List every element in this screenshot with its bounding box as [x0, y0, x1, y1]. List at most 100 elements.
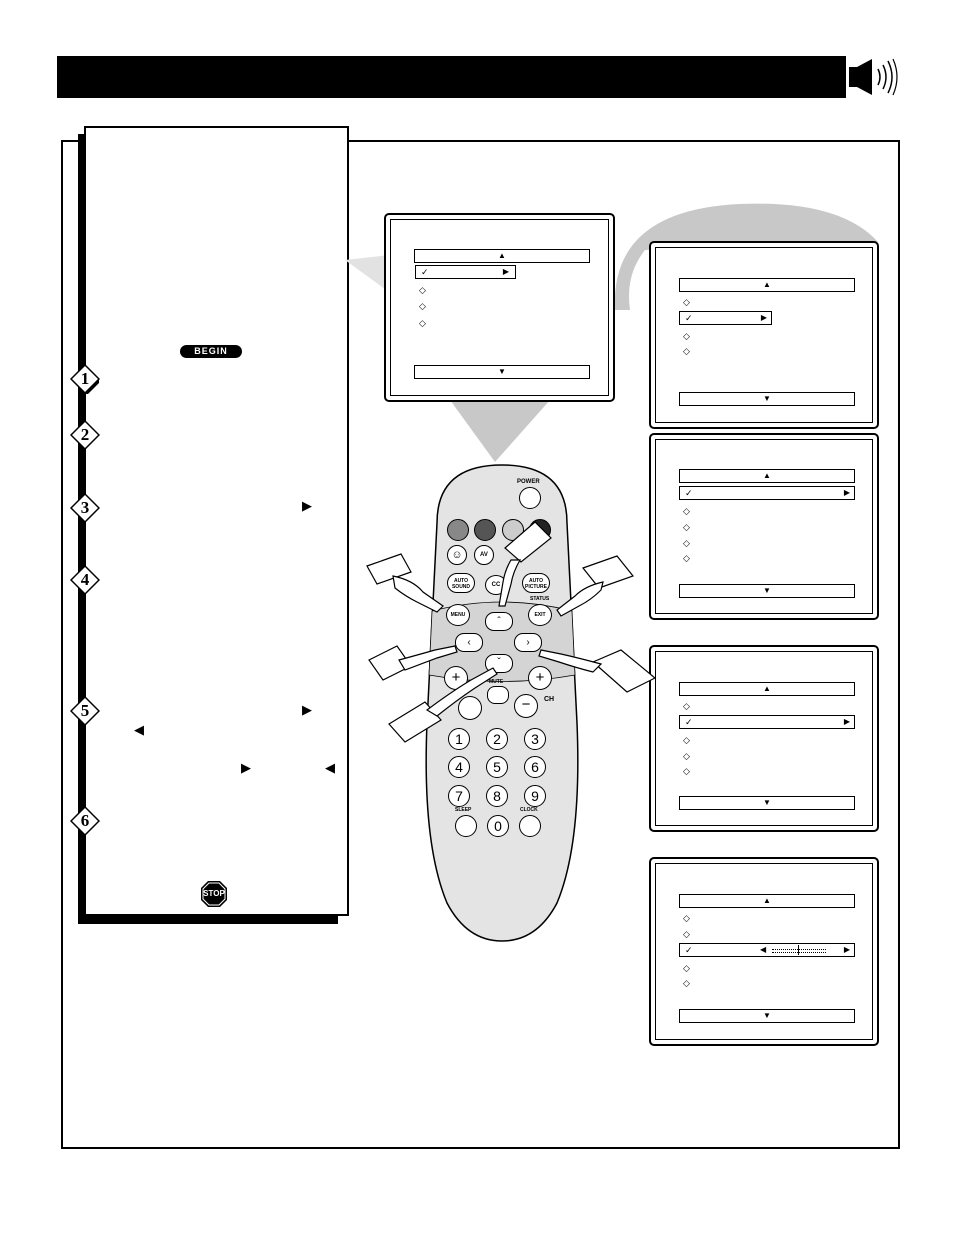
scroll-down-bar: ▼ [679, 1009, 855, 1023]
adjust-slider [772, 949, 826, 953]
auto-picture-button[interactable]: AUTO PICTURE [522, 573, 550, 593]
check-icon: ✓ [685, 945, 693, 955]
digit-1-button[interactable]: 1 [448, 728, 470, 750]
selected-item: ✓ ▶ [679, 715, 855, 729]
step-5-right-arrow-2: ▶ [241, 760, 251, 775]
menu-bullet: ◇ [419, 285, 426, 295]
av-button[interactable]: AV [474, 545, 494, 565]
sleep-button[interactable] [455, 815, 477, 837]
digit-0-button[interactable]: 0 [487, 815, 509, 837]
menu-screen-2: ▲ ◇ ✓ ▶ ◇ ◇ ▼ [649, 241, 879, 429]
digit-6-button[interactable]: 6 [524, 756, 546, 778]
menu-screen-3: ▲ ✓ ▶ ◇ ◇ ◇ ◇ ▼ [649, 433, 879, 620]
step-5-number: 5 [80, 701, 90, 720]
digit-5-button[interactable]: 5 [486, 756, 508, 778]
step-1-diamond: 1 [69, 363, 101, 397]
clock-button[interactable] [519, 815, 541, 837]
power-button[interactable] [519, 487, 541, 509]
menu-bullet: ◇ [683, 978, 690, 988]
menu-label: MENU [450, 612, 466, 618]
hand-pointer-icon [556, 555, 634, 617]
step-3-diamond: 3 [69, 492, 101, 524]
check-icon: ✓ [421, 267, 429, 277]
auto-sound-button[interactable]: AUTO SOUND [447, 573, 475, 593]
step-6-number: 6 [80, 811, 90, 830]
av-label: AV [480, 552, 488, 558]
step-5-right-arrow: ▶ [302, 702, 312, 717]
menu-bullet: ◇ [683, 506, 690, 516]
cc-label: CC [491, 582, 501, 588]
menu-bullet: ◇ [419, 301, 426, 311]
left-arrow-icon: ◀ [760, 945, 767, 954]
menu-bullet: ◇ [683, 346, 690, 356]
hand-pointer-icon [388, 667, 498, 743]
menu-screen-main: ▲ ✓ ▶ ◇ ◇ ◇ ▼ [384, 213, 615, 402]
menu-bullet: ◇ [683, 751, 690, 761]
digit-label: 0 [494, 818, 502, 834]
menu-bullet: ◇ [683, 331, 690, 341]
digit-7-button[interactable]: 7 [448, 785, 470, 807]
step-1-number: 1 [80, 369, 90, 388]
right-arrow-icon: ▶ [843, 945, 850, 954]
scroll-up-bar: ▲ [679, 469, 855, 483]
nav-right-button[interactable]: › [514, 633, 542, 652]
hand-pointer-icon [538, 649, 655, 693]
instructions-panel [84, 126, 349, 916]
mute-button[interactable] [487, 686, 509, 704]
begin-badge: BEGIN [180, 345, 242, 358]
digit-label: 8 [493, 788, 501, 804]
hand-pointer-icon [498, 521, 552, 607]
menu-button[interactable]: MENU [446, 604, 470, 626]
menu-bullet: ◇ [683, 913, 690, 923]
auto-picture-label: AUTO PICTURE [525, 578, 547, 590]
channel-up-button[interactable]: + [528, 666, 552, 690]
nav-left-button[interactable]: ‹ [455, 633, 483, 652]
digit-label: 7 [455, 788, 463, 804]
digit-label: 1 [455, 731, 463, 747]
scroll-up-bar: ▲ [679, 682, 855, 696]
digit-label: 2 [493, 731, 501, 747]
scroll-down-bar: ▼ [679, 796, 855, 810]
selected-item: ✓ ▶ [679, 311, 772, 325]
scroll-up-bar: ▲ [679, 894, 855, 908]
scroll-down-bar: ▼ [414, 365, 590, 379]
color-button-green[interactable] [474, 519, 496, 541]
menu-bullet: ◇ [683, 766, 690, 776]
exit-label: EXIT [534, 612, 546, 618]
ch-label: CH [544, 696, 555, 703]
digit-9-button[interactable]: 9 [524, 785, 546, 807]
step-3-number: 3 [80, 498, 90, 517]
check-icon: ✓ [685, 717, 693, 727]
check-icon: ✓ [685, 488, 693, 498]
scroll-up-bar: ▲ [679, 278, 855, 292]
status-label: STATUS [530, 596, 550, 602]
digit-8-button[interactable]: 8 [486, 785, 508, 807]
scroll-down-bar: ▼ [679, 584, 855, 598]
color-button-red[interactable] [447, 519, 469, 541]
volume-up-button[interactable]: + [444, 666, 468, 690]
channel-down-button[interactable]: − [514, 694, 538, 718]
pointing-hands [366, 521, 655, 743]
exit-button[interactable]: EXIT [528, 604, 552, 626]
check-icon: ✓ [685, 313, 693, 323]
menu-bullet: ◇ [683, 553, 690, 563]
step-4-diamond: 4 [69, 564, 101, 596]
screen-inner [655, 651, 873, 826]
selected-item: ✓ ▶ [679, 486, 855, 500]
menu-bullet: ◇ [683, 963, 690, 973]
smiley-button[interactable]: ☺ [447, 545, 467, 565]
digit-2-button[interactable]: 2 [486, 728, 508, 750]
digit-label: 5 [493, 759, 501, 775]
sleep-label: SLEEP [455, 807, 472, 813]
menu-bullet: ◇ [683, 538, 690, 548]
menu-bullet: ◇ [683, 297, 690, 307]
stop-sign-icon: STOP [200, 880, 228, 908]
digit-4-button[interactable]: 4 [448, 756, 470, 778]
step-5-diamond: 5 [69, 695, 101, 727]
scroll-up-bar: ▲ [414, 249, 590, 263]
nav-up-button[interactable]: ˆ [485, 612, 513, 631]
menu-screen-5: ▲ ◇ ◇ ✓ ◀ ▶ ◇ ◇ ▼ [649, 857, 879, 1046]
digit-3-button[interactable]: 3 [524, 728, 546, 750]
volume-down-button[interactable] [458, 696, 482, 720]
step-3-right-arrow: ▶ [302, 498, 312, 513]
